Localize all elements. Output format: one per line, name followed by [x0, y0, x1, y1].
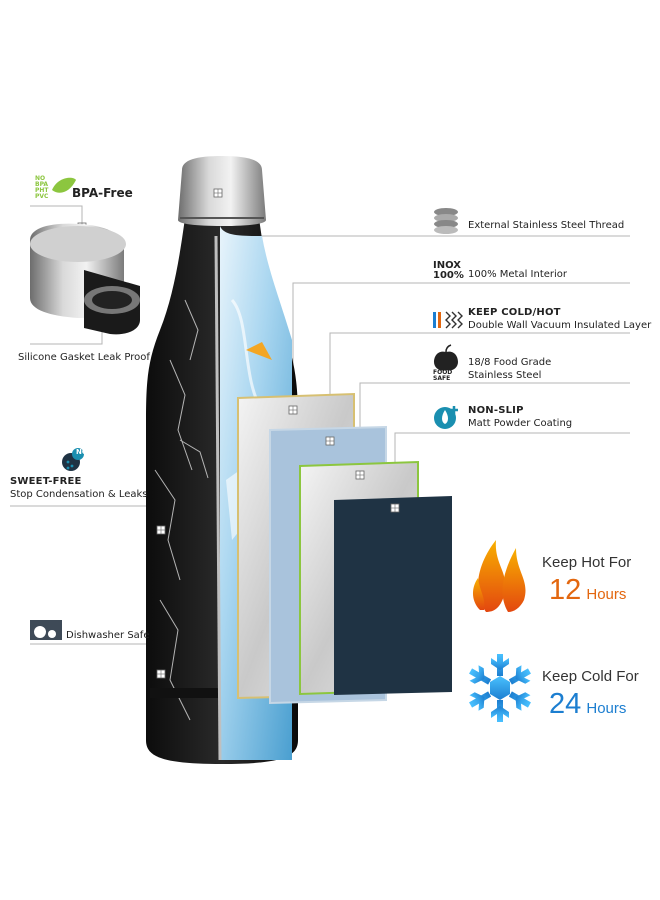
keep-hot-number: 12: [549, 574, 582, 606]
keep-hot-duration: 12 Hours: [549, 574, 626, 607]
inox-icon-line2: 100%: [433, 270, 464, 281]
sweet-free-title: SWEET-FREE: [10, 476, 82, 487]
keep-cold-number: 24: [549, 688, 582, 720]
keep-cold-unit: Hours: [586, 700, 627, 717]
food-icon-line1: FOOD: [433, 369, 453, 376]
no-bpa-icon-text: NO BPA PHT PVC: [35, 175, 49, 200]
vacuum-subtitle: Double Wall Vacuum Insulated Layer: [468, 320, 652, 331]
keep-cold-heading: Keep Cold For: [542, 668, 639, 685]
insulation-layers: [237, 392, 452, 705]
keep-hot-unit: Hours: [586, 586, 627, 603]
vacuum-title: KEEP COLD/HOT: [468, 307, 561, 318]
inox-label: 100% Metal Interior: [468, 269, 568, 280]
non-slip-subtitle: Matt Powder Coating: [468, 418, 573, 429]
drop-hand-icon: [434, 406, 458, 429]
dishwasher-label: Dishwasher Safe: [66, 630, 150, 641]
apple-icon: [434, 344, 458, 371]
thread-icon: [434, 208, 458, 234]
sweet-free-subtitle: Stop Condensation & Leaks: [10, 489, 148, 500]
no-badge: NO: [76, 448, 88, 456]
food-grade-subtitle: Stainless Steel: [468, 370, 542, 381]
no-sweat-icon: [62, 448, 84, 471]
keep-cold-duration: 24 Hours: [549, 688, 626, 721]
flame-icon: [473, 540, 526, 612]
vacuum-layers-icon: [433, 311, 463, 329]
dishwasher-icon: [30, 620, 62, 640]
snowflake-icon: [466, 654, 534, 722]
inox-icon-line1: INOX: [433, 260, 461, 271]
cap-detail: [30, 223, 140, 335]
silicone-gasket-label: Silicone Gasket Leak Proof: [18, 352, 150, 363]
bpa-free-label: BPA-Free: [72, 186, 133, 200]
no-bpa-icon: [52, 177, 76, 193]
keep-hot-heading: Keep Hot For: [542, 554, 632, 571]
food-grade-title: 18/8 Food Grade: [468, 357, 552, 368]
thread-label: External Stainless Steel Thread: [468, 220, 625, 231]
food-icon-line2: SAFE: [433, 375, 451, 382]
non-slip-title: NON-SLIP: [468, 405, 524, 416]
